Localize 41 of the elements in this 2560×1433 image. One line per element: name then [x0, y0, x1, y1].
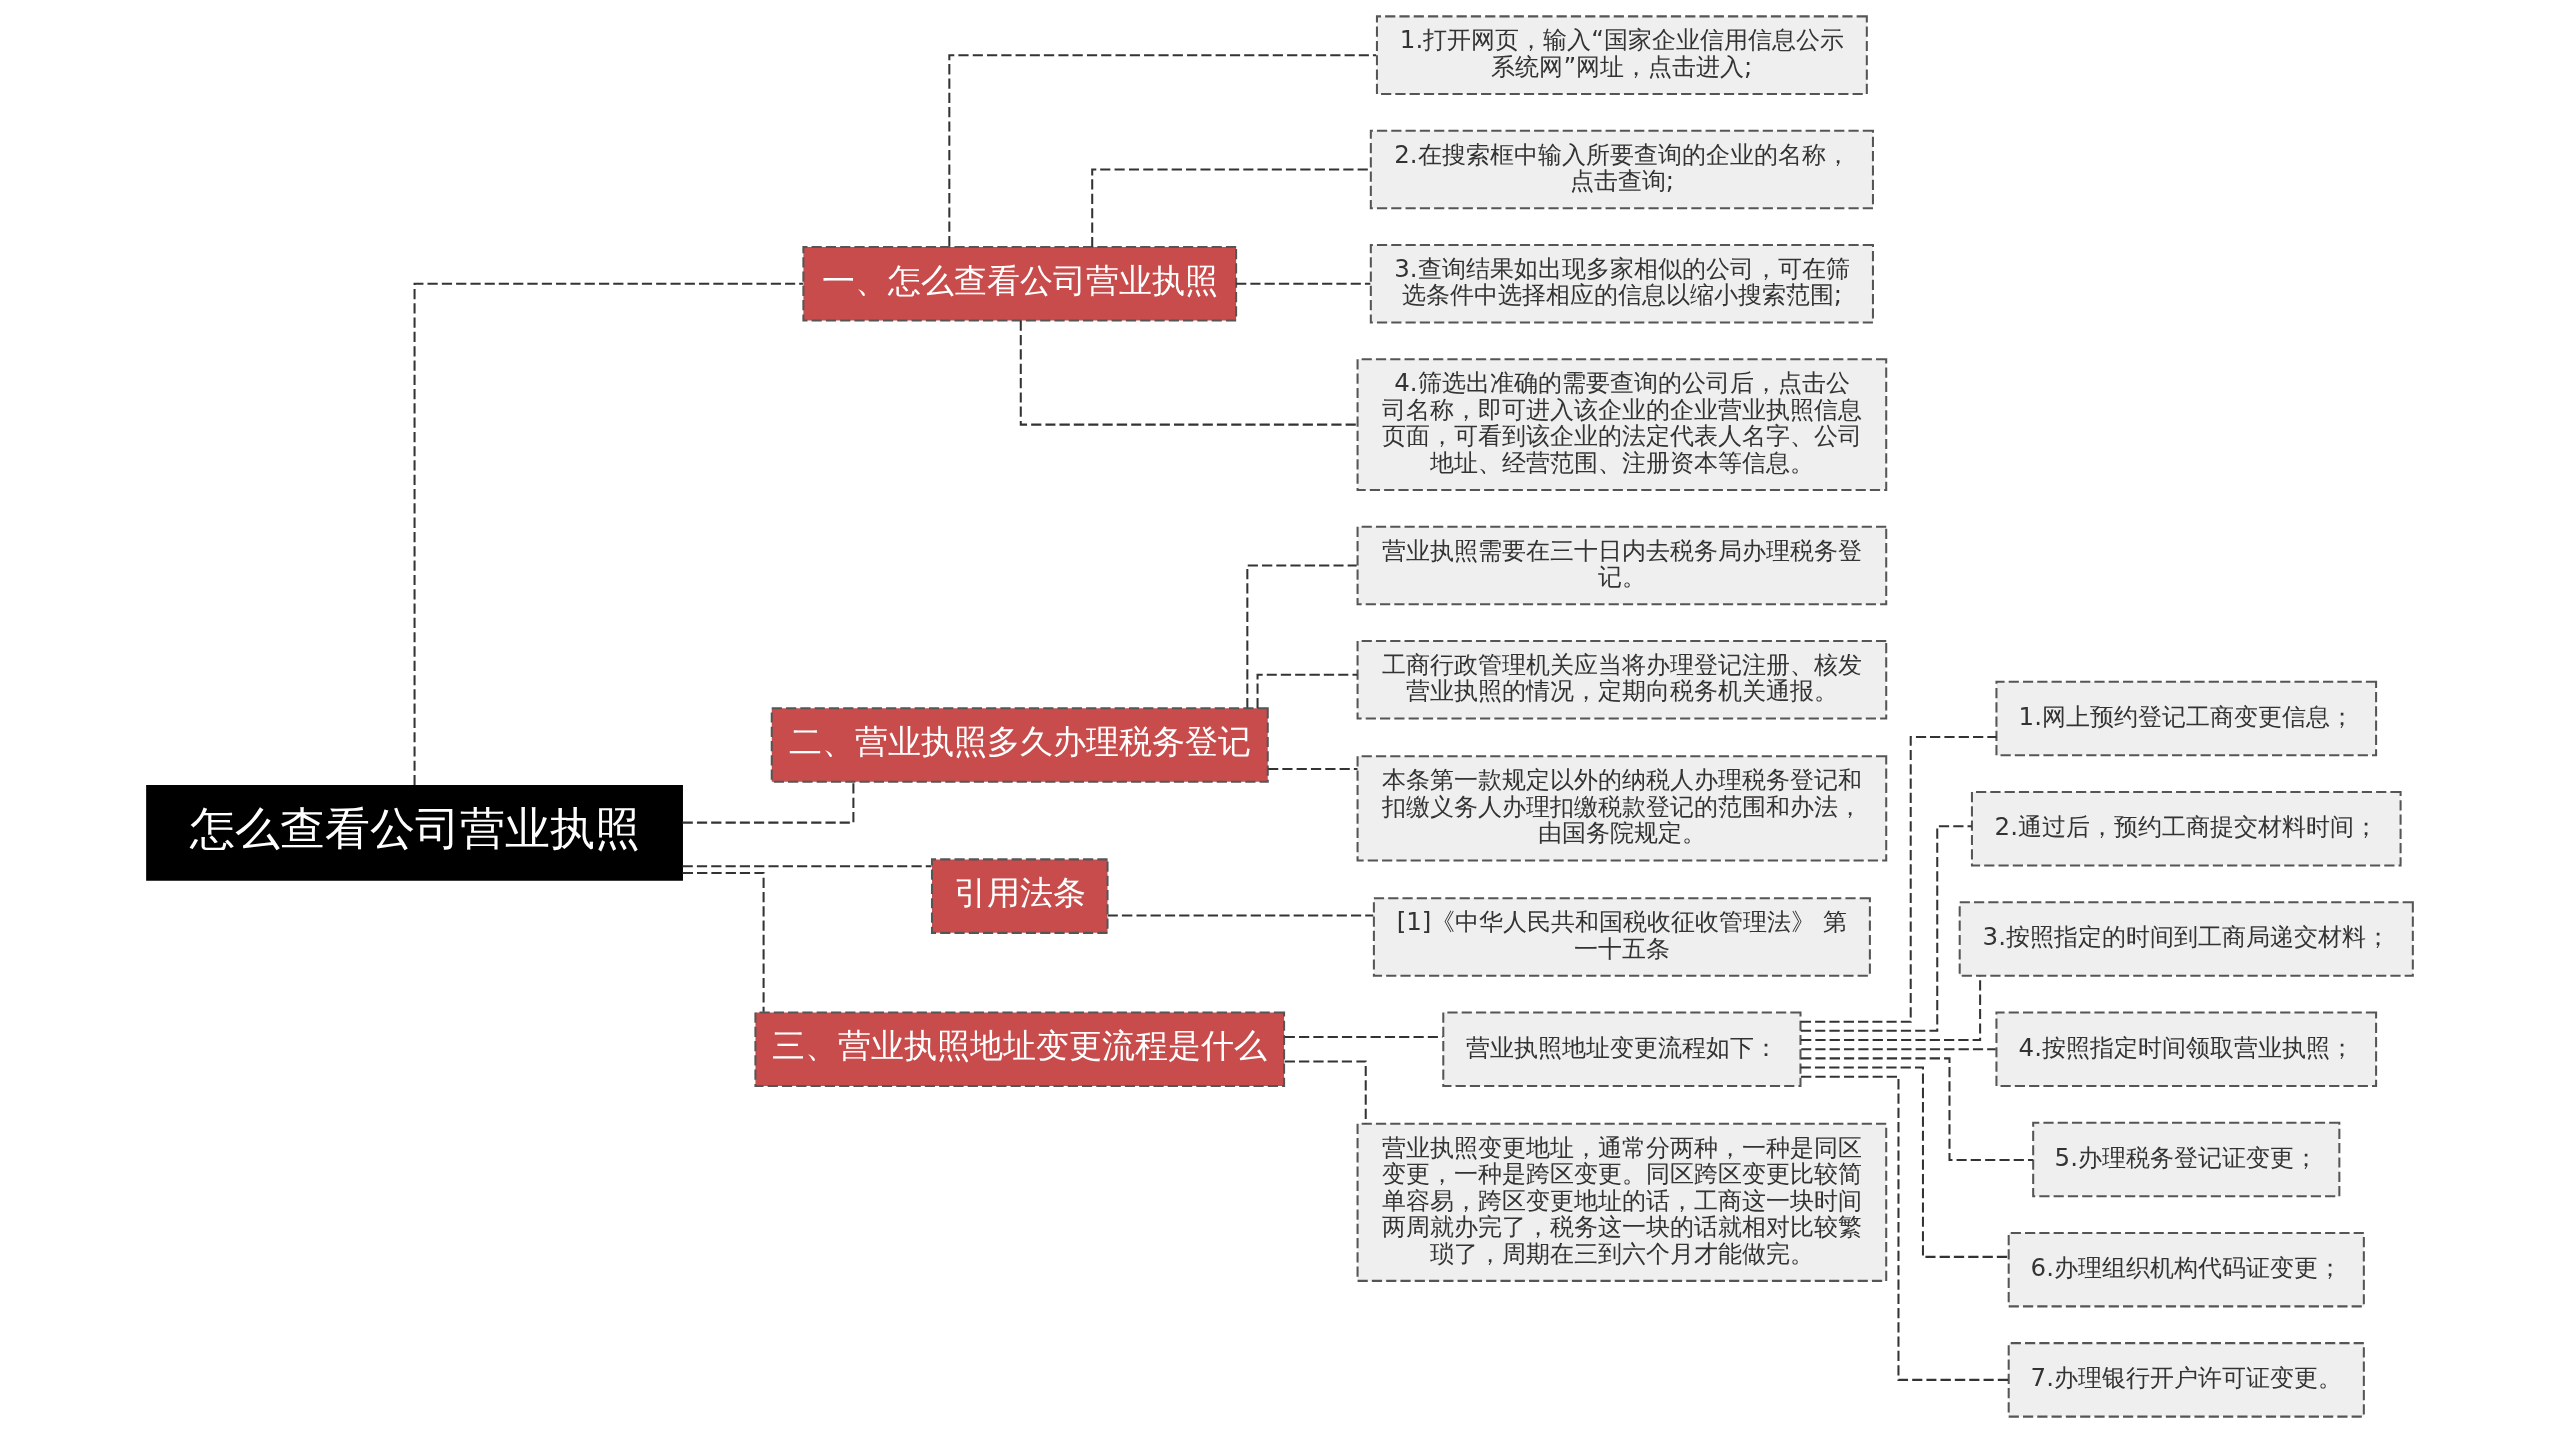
node-box: 5.办理税务登记证变更； — [2032, 1121, 2341, 1198]
connector — [1284, 1060, 1367, 1124]
node-box: 2.在搜索框中输入所要查询的企业的名称，点击查询; — [1369, 129, 1874, 210]
node-box: 3.按照指定的时间到工商局递交材料； — [1958, 901, 2414, 977]
connector — [1268, 768, 1358, 771]
connector — [1091, 168, 1371, 247]
node-box: 工商行政管理机关应当将办理登记注册、核发营业执照的情况，定期向税务机关通报。 — [1356, 639, 1888, 720]
connector — [1236, 282, 1371, 285]
connector — [1800, 1075, 2009, 1381]
connector — [1801, 1048, 1996, 1051]
connector — [1107, 914, 1374, 917]
node-box: 本条第一款规定以外的纳税人办理税务登记和扣缴义务人办理扣缴税款登记的范围和办法，由国务院规定。 — [1356, 755, 1888, 862]
node-box: [1]《中华人民共和国税收征收管理法》 第一十五条 — [1372, 897, 1871, 977]
node-box: 4.筛选出准确的需要查询的公司后，点击公司名称，即可进入该企业的企业营业执照信息页面，可看到该企业的法定代表人名字、公司地址、经营范围、注册资本等信息。 — [1356, 358, 1888, 491]
node-box: 1.打开网页，输入“国家企业信用信息公示系统网”网址，点击进入; — [1375, 15, 1868, 95]
connector — [682, 865, 932, 868]
connector — [1246, 564, 1357, 708]
node-box: 营业执照变更地址，通常分两种，一种是同区变更，一种是跨区变更。同区跨区变更比较简单容易，跨区变更地址的话，工商这一块时间两周就办完了，税务这一块的话就相对比较繁琐了，周期在三到六个月才能做完。 — [1356, 1122, 1888, 1282]
node-box: 2.通过后，预约工商提交材料时间； — [1970, 791, 2402, 867]
node-box: 营业执照地址变更流程如下： — [1442, 1011, 1802, 1087]
node-box: 3.查询结果如出现多家相似的公司，可在筛选条件中选择相应的信息以缩小搜索范围; — [1369, 244, 1874, 324]
node-box: 三、营业执照地址变更流程是什么 — [754, 1011, 1286, 1087]
connector — [682, 782, 855, 824]
node-box: 二、营业执照多久办理税务登记 — [770, 707, 1269, 783]
connector — [948, 54, 1377, 247]
connector — [1800, 825, 1972, 1032]
node-box: 1.网上预约登记工商变更信息； — [1995, 680, 2378, 757]
connector — [1800, 735, 1997, 1023]
node-box: 4.按照指定时间领取营业执照； — [1995, 1011, 2378, 1087]
node-box: 7.办理银行开户许可证变更。 — [2007, 1342, 2365, 1418]
connector — [413, 282, 803, 786]
node-box: 怎么查看公司营业执照 — [146, 784, 683, 881]
node-box: 引用法条 — [930, 858, 1109, 934]
connector — [1256, 673, 1358, 709]
connector — [682, 871, 765, 1012]
connector — [1801, 1057, 2033, 1161]
node-box: 营业执照需要在三十日内去税务局办理税务登记。 — [1356, 525, 1888, 606]
node-box: 一、怎么查看公司营业执照 — [802, 246, 1238, 322]
node-box: 6.办理组织机构代码证变更； — [2007, 1231, 2365, 1308]
connector — [1019, 320, 1358, 426]
connector — [1800, 1066, 2009, 1258]
